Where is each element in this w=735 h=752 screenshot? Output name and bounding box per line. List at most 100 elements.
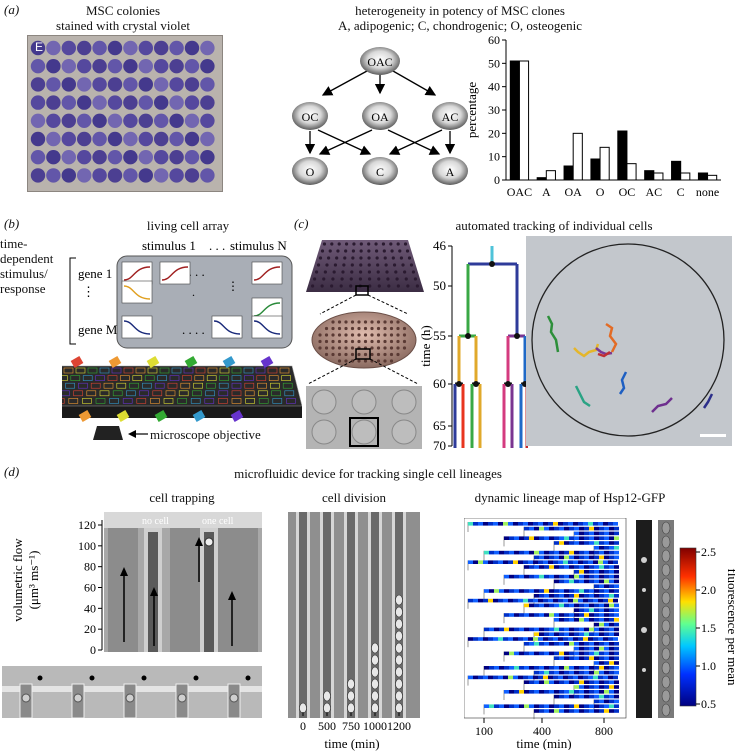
bar [617, 130, 628, 181]
node-o: O [292, 157, 328, 185]
node-oa: OA [362, 102, 398, 130]
svg-text:AC: AC [442, 110, 459, 124]
fluorescence-strip-image [636, 520, 652, 718]
svg-text:stimulus 1: stimulus 1 [142, 238, 196, 253]
svg-text:(μm³ ms⁻¹): (μm³ ms⁻¹) [26, 551, 41, 610]
bar [671, 160, 682, 181]
y-tick-label: 120 [78, 518, 96, 532]
bar [509, 60, 520, 181]
x-tick-label: 1200 [387, 719, 411, 733]
y-tick-label: 100 [78, 539, 96, 553]
panel-b-letter: (b) [4, 216, 20, 231]
y-tick-label: 20 [84, 622, 96, 636]
bar [644, 170, 655, 181]
svg-text:time (h): time (h) [418, 325, 433, 367]
bar [536, 177, 547, 181]
hierarchy-subtitle: A, adipogenic; C, chondrogenic; O, osteo… [337, 18, 583, 33]
y-tick-label: 46 [433, 238, 447, 253]
x-tick-label: C [677, 185, 685, 199]
bar [545, 170, 556, 181]
svg-text:stimulus N: stimulus N [230, 238, 287, 253]
microfluidic-title: microfluidic device for tracking single … [234, 466, 502, 481]
y-tick-label: 60 [433, 376, 446, 391]
x-tick-label: 800 [595, 724, 613, 738]
y-tick-label: 60 [488, 33, 500, 47]
svg-text:⋮: ⋮ [82, 284, 95, 299]
bar [707, 174, 718, 181]
bar [599, 146, 610, 181]
x-tick-label: OA [565, 185, 583, 199]
colorbar-tick-label: 1.0 [701, 659, 716, 673]
svg-text:. . .: . . . [209, 238, 225, 253]
trap-strip-micrograph [2, 666, 262, 718]
division-title: cell division [322, 490, 386, 505]
x-tick-label: none [696, 185, 719, 199]
svg-text:OC: OC [302, 110, 319, 124]
x-tick-label: A [542, 185, 551, 199]
x-tick-label: 100 [475, 724, 493, 738]
x-tick-label: 750 [342, 719, 360, 733]
svg-text:A: A [446, 165, 455, 179]
trap-flow-axis: volumetric flow (μm³ ms⁻¹) 0204060801001… [10, 518, 103, 657]
node-oc: OC [292, 102, 328, 130]
y-axis-label: percentage [466, 82, 479, 139]
y-tick-label: 10 [488, 150, 500, 164]
lineage-map-chart: 100 400 800 time (min) [464, 518, 627, 750]
svg-text:time (min): time (min) [516, 736, 571, 750]
y-tick-label: 60 [84, 581, 96, 595]
plate-title: MSC colonies [85, 3, 161, 18]
y-tick-label: 30 [488, 103, 500, 117]
side-label: time- dependent stimulus/ response [0, 236, 54, 296]
division-kymograph [288, 512, 420, 718]
bar [653, 172, 664, 181]
svg-text:. . . .: . . . . [182, 322, 205, 337]
bar [572, 132, 583, 181]
fluorescence-colorbar: 2.52.01.51.00.5 fluorescence per mean [679, 546, 735, 711]
y-tick-label: 40 [488, 80, 500, 94]
node-oac: OAC [360, 47, 400, 75]
cell-array-schematic: stimulus 1 . . . stimulus N gene 1 ⋮ gen… [62, 238, 302, 440]
objective-label: microscope objective [150, 427, 261, 442]
stained-plate-image: E [27, 35, 223, 192]
colorbar-tick-label: 1.5 [701, 621, 716, 635]
svg-text:C: C [376, 165, 384, 179]
x-tick-label: AC [645, 185, 662, 199]
svg-text:O: O [306, 165, 315, 179]
y-tick-label: 50 [488, 56, 500, 70]
panel-a-letter: (a) [4, 2, 20, 17]
cell-array-title: living cell array [146, 218, 230, 233]
y-tick-label: 40 [84, 601, 96, 615]
y-tick-label: 50 [433, 278, 446, 293]
hierarchy-title: heterogeneity in potency of MSC clones [355, 3, 565, 18]
trap-micrograph: no cell one cell [104, 512, 262, 652]
x-tick-label: OC [619, 185, 636, 199]
svg-text:OA: OA [371, 110, 389, 124]
x-tick-label: OAC [507, 185, 532, 199]
svg-text:one cell: one cell [202, 516, 234, 527]
node-c: C [362, 157, 398, 185]
svg-text:⋮: ⋮ [227, 279, 239, 293]
lineage-title: dynamic lineage map of Hsp12-GFP [474, 490, 666, 505]
y-tick-label: 55 [433, 328, 446, 343]
potency-hierarchy-diagram: OAC OC OA AC O C A [292, 47, 468, 185]
x-tick-label: 400 [533, 724, 551, 738]
svg-text:gene 1: gene 1 [78, 266, 112, 281]
svg-text:no cell: no cell [142, 516, 169, 527]
plate-zoom-images [306, 240, 424, 449]
svg-text:time (min): time (min) [324, 736, 379, 751]
bar [590, 158, 601, 181]
node-a: A [432, 157, 468, 185]
brightfield-strip-image [658, 520, 674, 718]
x-tick-label: O [596, 185, 605, 199]
panel-d-letter: (d) [4, 464, 20, 479]
svg-text:OAC: OAC [367, 55, 392, 69]
node-ac: AC [432, 102, 468, 130]
colorbar-tick-label: 2.5 [701, 546, 716, 559]
y-tick-label: 70 [433, 438, 446, 451]
svg-text:.: . [192, 285, 195, 299]
bar [680, 172, 691, 181]
tracking-title: automated tracking of individual cells [455, 218, 653, 233]
